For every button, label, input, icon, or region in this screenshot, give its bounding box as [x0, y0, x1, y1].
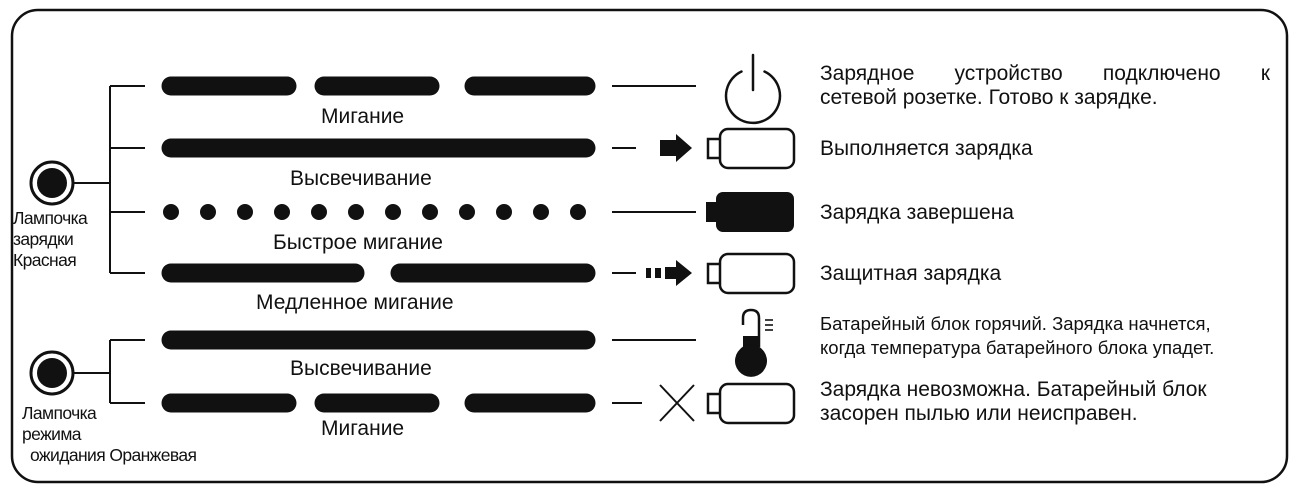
description-line: когда температура батарейного блока упад…	[820, 337, 1215, 358]
outer-frame	[10, 8, 1289, 484]
pattern-label: Высвечивание	[290, 167, 432, 190]
orange-lamp-icon	[29, 350, 75, 396]
red-lamp-label-line-1: Лампочка	[13, 208, 88, 228]
description-line: Зарядное устройство подключено к	[820, 63, 1270, 84]
arrow-icon	[660, 134, 692, 162]
description-word: подключено	[1102, 62, 1221, 85]
red-lamp-bracket	[74, 85, 145, 274]
pattern-label: Мигание	[321, 105, 405, 128]
red-lamp-label: Лампочка зарядки Красная	[13, 208, 88, 271]
description-line: сетевой розетке. Готово к зарядке.	[820, 86, 1158, 109]
pattern-fast-blink-dots	[163, 204, 586, 220]
orange-lamp-label-line-2: режима	[22, 424, 82, 444]
description-line: засорен пылью или неисправен.	[820, 402, 1138, 425]
orange-lamp-label-line-3: ожидания Оранжевая	[30, 445, 197, 465]
pattern-label: Быстрое мигание	[273, 231, 443, 254]
orange-lamp-label-line-1: Лампочка	[22, 403, 97, 423]
dashed-arrow-icon	[646, 260, 692, 286]
red-lamp-label-line-3: Красная	[13, 250, 77, 270]
description-line: Батарейный блок горячий. Зарядка начнетс…	[820, 313, 1211, 334]
charging-battery-icon	[706, 127, 796, 170]
pattern-label: Высвечивание	[290, 357, 432, 380]
full-battery-icon	[706, 192, 794, 232]
orange-lamp-bracket	[74, 339, 145, 404]
protective-charge-icon	[706, 252, 796, 295]
red-lamp-icon	[29, 160, 75, 206]
description-line: Выполняется зарядка	[820, 137, 1033, 160]
pattern-label: Медленное мигание	[256, 291, 454, 314]
description-word: Зарядное	[820, 62, 915, 85]
battery-error-icon	[706, 382, 796, 425]
orange-lamp-label: Лампочка режима ожидания Оранжевая	[22, 403, 197, 466]
pattern-label: Мигание	[321, 417, 405, 440]
description-word: устройство	[954, 62, 1063, 85]
description-line: Зарядка невозможна. Батарейный блок	[820, 378, 1207, 401]
description-word: к	[1260, 62, 1270, 85]
description-line: Защитная зарядка	[820, 262, 1002, 285]
power-icon	[724, 53, 782, 125]
description-line: Зарядка завершена	[820, 201, 1014, 224]
cross-icon	[659, 384, 695, 422]
red-lamp-label-line-2: зарядки	[13, 229, 74, 249]
thermometer-icon	[734, 308, 773, 377]
